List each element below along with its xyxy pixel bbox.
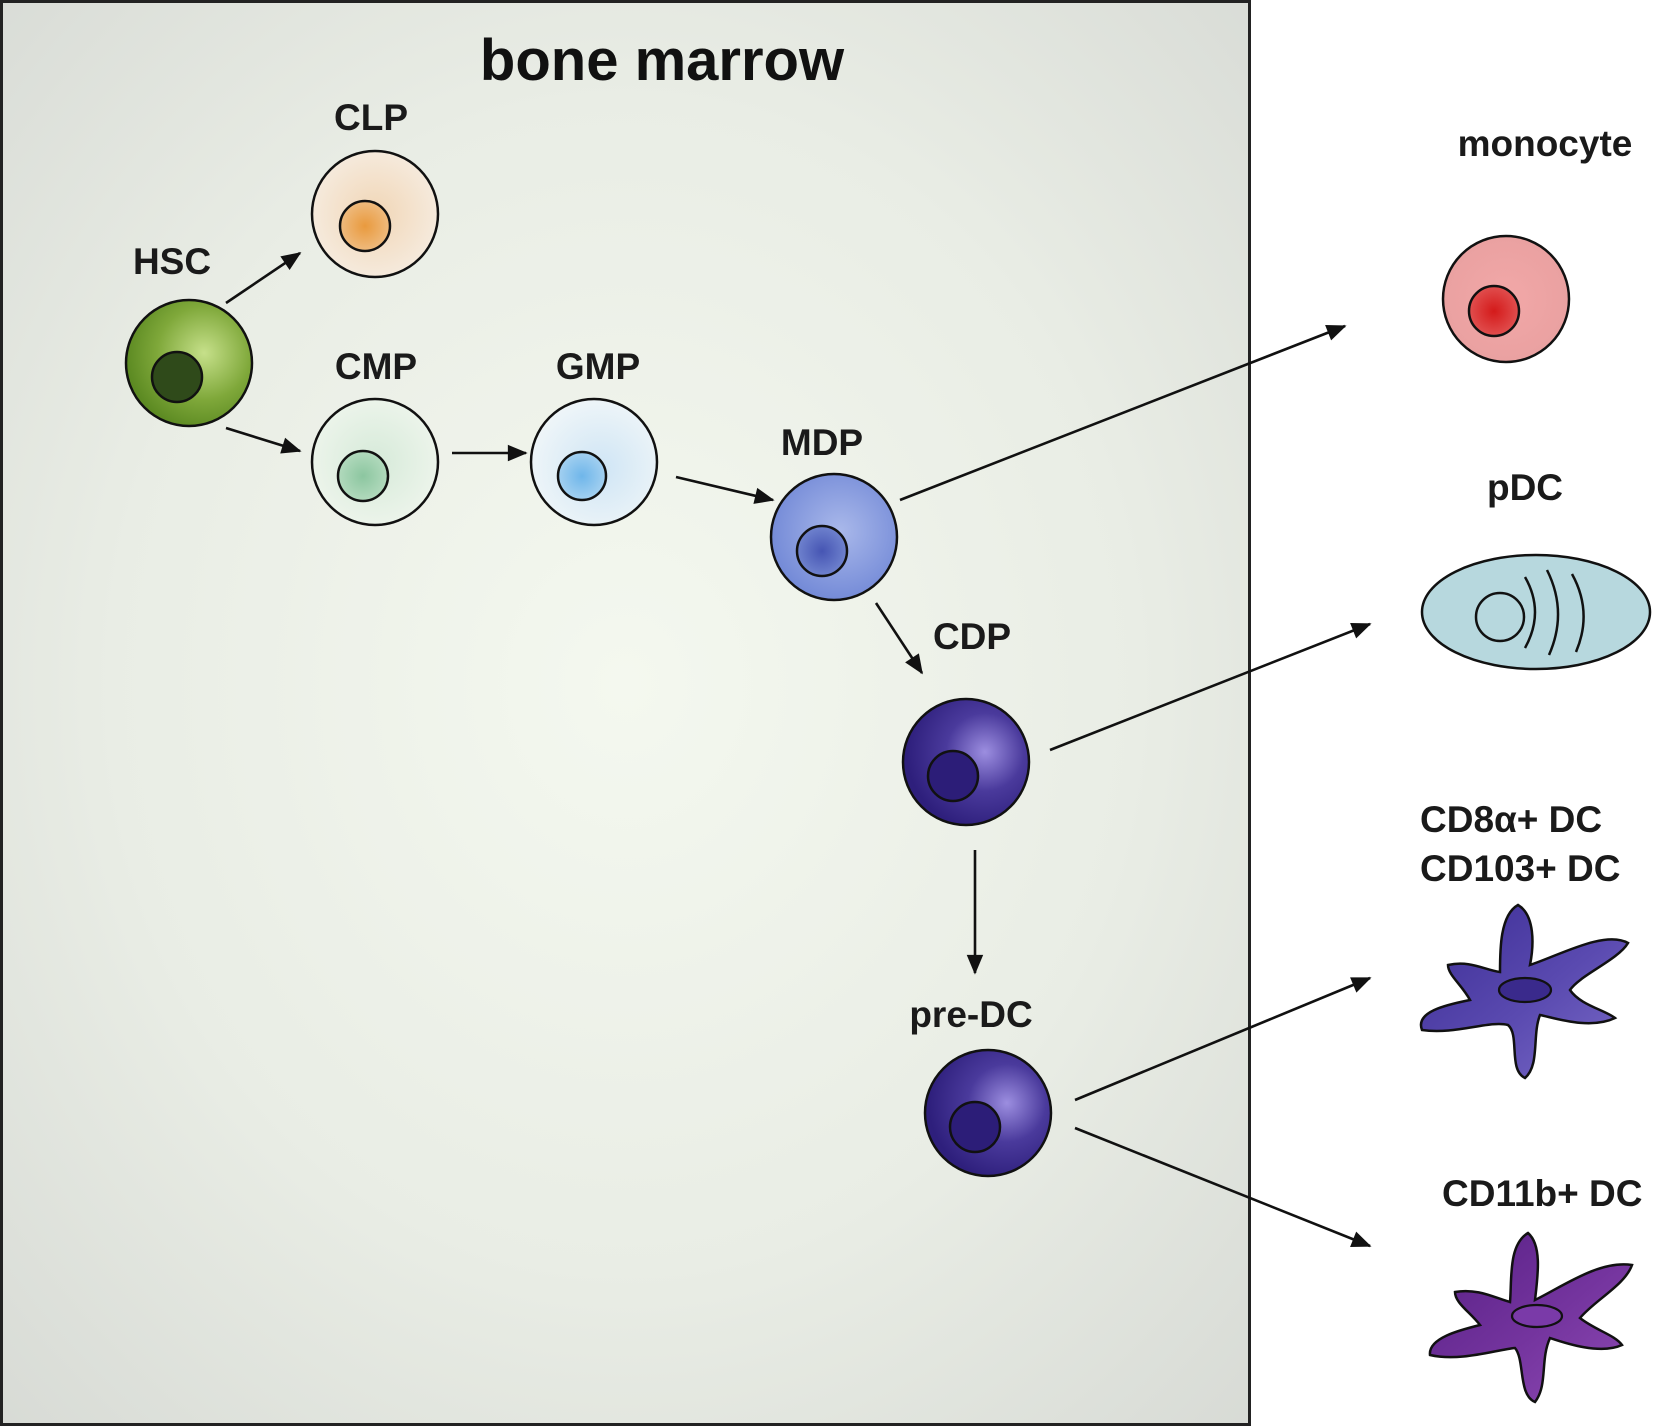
page-title: bone marrow [480,28,845,93]
pre-dc-label: pre-DC [909,994,1032,1035]
clp-cell [310,149,440,279]
cd11b-dc-label: CD11b+ DC [1442,1173,1642,1214]
mdp-cell [769,472,899,602]
cdp-label: CDP [933,616,1011,657]
hsc-cell [124,298,254,428]
bone-marrow-panel [0,0,1251,1426]
arrow-pre-dc-to-cd11b-dc [1074,1126,1372,1248]
gmp-cell [529,397,659,527]
cd11b-dc-cell [1428,1231,1634,1404]
pdc-label: pDC [1487,467,1563,508]
cd8-dc-label-line2: CD103+ DC [1420,848,1621,889]
hsc-label: HSC [133,241,211,282]
arrow-hsc-to-clp [225,251,302,305]
arrow-pre-dc-to-cd8-dc [1074,976,1372,1102]
monocyte-label: monocyte [1458,123,1633,164]
cmp-cell [310,397,440,527]
gmp-label: GMP [556,346,640,387]
monocyte-cell [1441,234,1571,364]
cd8-dc-label-line1: CD8α+ DC [1420,799,1602,840]
arrows [225,251,1372,1248]
pre-dc-cell [923,1048,1053,1178]
clp-label: CLP [334,97,408,138]
cmp-label: CMP [335,346,417,387]
pdc-cell [1420,553,1652,671]
cd8-dc-cell [1419,903,1630,1080]
arrow-gmp-to-mdp [675,475,775,504]
cdp-cell [901,697,1031,827]
arrow-mdp-to-cdp [874,602,924,675]
arrow-hsc-to-cmp [225,426,302,454]
arrow-cdp-to-pdc [1049,622,1372,752]
arrow-mdp-to-monocyte [899,324,1347,502]
mdp-label: MDP [781,422,863,463]
